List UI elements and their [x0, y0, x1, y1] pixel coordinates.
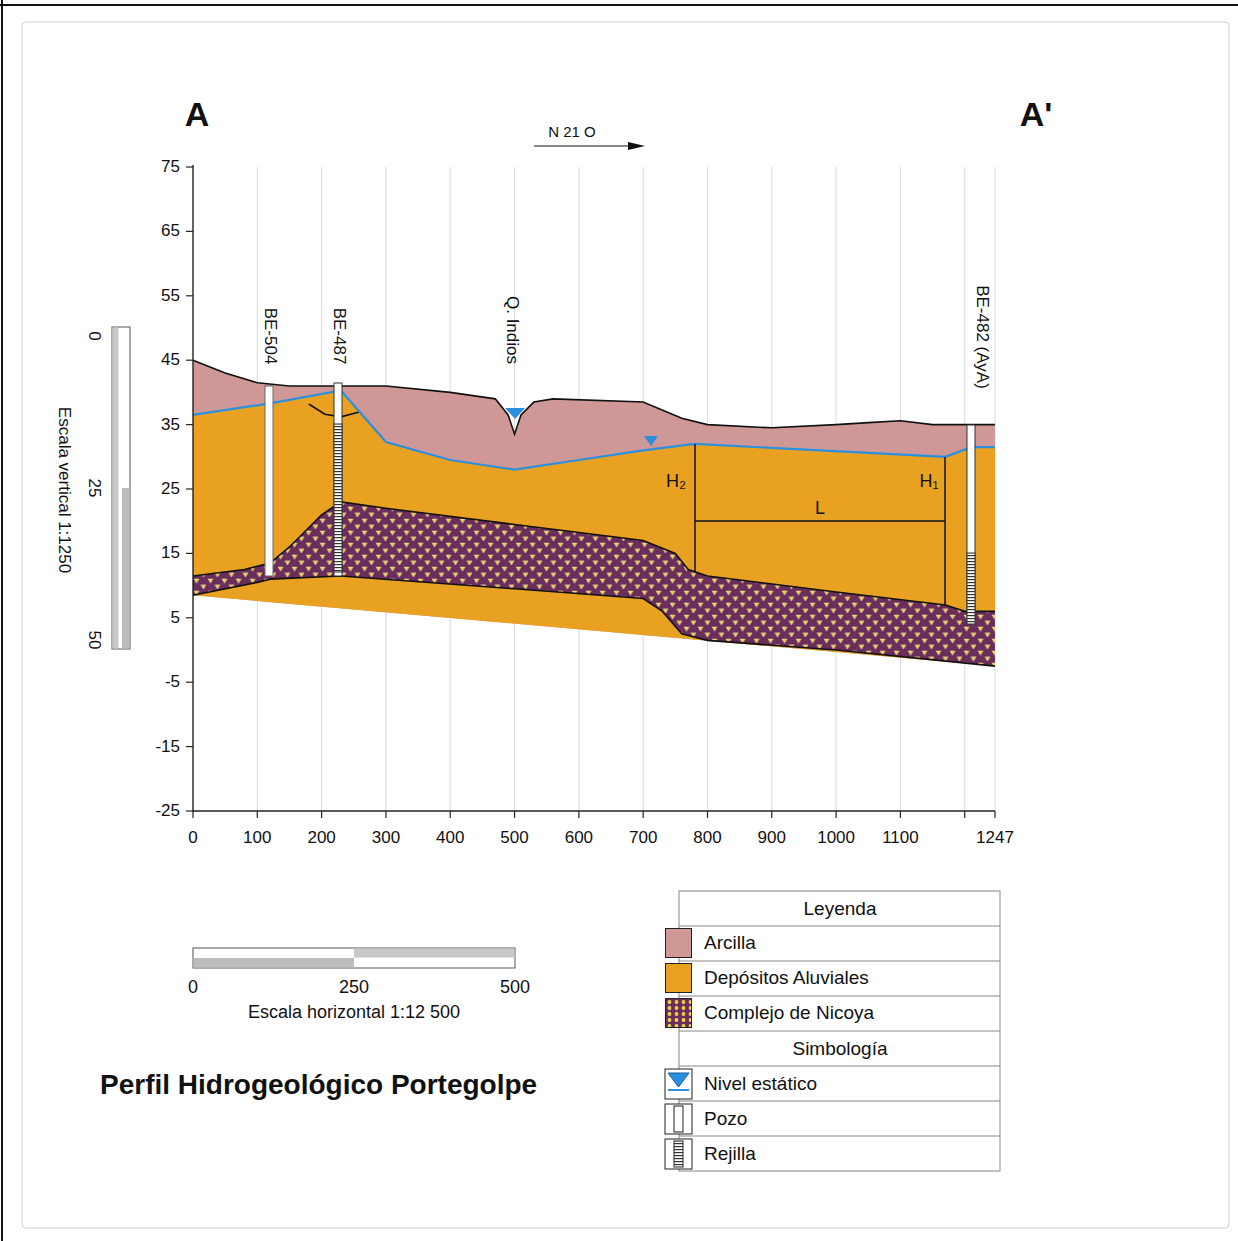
grid-line: [192, 811, 193, 818]
legend-swatch: [665, 963, 692, 993]
length-label: L: [813, 498, 827, 519]
grid-line: [385, 811, 386, 818]
grid-line: [186, 424, 193, 425]
scale-number: 500: [500, 977, 530, 998]
legend-swatch: [665, 928, 692, 958]
grid-line: [514, 811, 515, 818]
grid-line: [707, 811, 708, 818]
legend-heading: Leyenda: [804, 898, 877, 920]
elevation-tick: 25: [161, 479, 180, 499]
well-label: BE-504: [260, 308, 280, 365]
distance-tick: 1100: [882, 828, 919, 848]
distance-tick: 1000: [817, 828, 855, 848]
elevation-tick: 35: [161, 415, 180, 435]
grid-line: [186, 682, 193, 683]
grid-line: [578, 811, 579, 818]
grid-line: [186, 166, 193, 167]
scale-number: 250: [339, 977, 369, 998]
grid-line: [186, 295, 193, 296]
distance-tick: 300: [372, 828, 400, 848]
distance-tick: 400: [436, 828, 464, 848]
grid-line: [186, 553, 193, 554]
elevation-tick: -25: [155, 801, 180, 821]
grid-line: [186, 746, 193, 747]
head-label: H₂: [664, 471, 688, 492]
well-label: BE-482 (AyA): [972, 285, 992, 389]
grid-line: [643, 811, 644, 818]
legend-text: Complejo de Nicoya: [704, 1002, 874, 1024]
section-end: A': [1020, 95, 1053, 134]
legend-text: Arcilla: [704, 932, 756, 954]
elevation-tick: 45: [161, 350, 180, 370]
elevation-tick: 65: [161, 222, 180, 242]
distance-tick: 900: [758, 828, 786, 848]
grid-line: [771, 811, 772, 818]
elevation-tick: -5: [165, 672, 180, 692]
grid-line: [450, 811, 451, 818]
diagram-title: Perfil Hidrogeológico Portegolpe: [100, 1069, 537, 1101]
grid-line: [186, 810, 193, 811]
grid-line: [257, 811, 258, 818]
section-end: A: [185, 95, 210, 134]
distance-tick: 700: [629, 828, 657, 848]
legend-text: Pozo: [704, 1108, 747, 1130]
grid-line: [186, 231, 193, 232]
scale-caption: Escala vertical 1:1250: [54, 407, 74, 573]
distance-tick: 1247: [976, 828, 1014, 848]
legend-heading: Simbología: [792, 1038, 887, 1060]
grid-line: [186, 360, 193, 361]
grid-line: [186, 617, 193, 618]
legend-text: Depósitos Aluviales: [704, 967, 869, 989]
elevation-tick: 5: [171, 608, 180, 628]
scale-number: 50: [84, 631, 104, 650]
scale-number: 0: [188, 977, 198, 998]
scale-number: 0: [84, 331, 104, 340]
grid-line: [186, 488, 193, 489]
grid-line: [994, 811, 995, 818]
distance-tick: 800: [693, 828, 721, 848]
grid-line: [900, 811, 901, 818]
well-label: BE-487: [329, 308, 349, 365]
elevation-tick: 55: [161, 286, 180, 306]
distance-tick: 200: [307, 828, 335, 848]
elevation-tick: 15: [161, 544, 180, 564]
scale-number: 25: [84, 479, 104, 498]
distance-tick: 0: [188, 828, 197, 848]
head-label: H₁: [917, 471, 940, 492]
distance-tick: 500: [500, 828, 528, 848]
scale-caption: Escala horizontal 1:12 500: [248, 1002, 460, 1023]
elevation-tick: 75: [161, 157, 180, 177]
legend-swatch: [665, 998, 692, 1028]
distance-tick: 100: [243, 828, 271, 848]
legend-text: Nivel estático: [704, 1073, 817, 1095]
legend-text: Rejilla: [704, 1143, 756, 1165]
stream-label: Q. Indios: [502, 296, 522, 364]
direction-label: N 21 O: [548, 123, 596, 140]
elevation-tick: -15: [155, 737, 180, 757]
distance-tick: 600: [565, 828, 593, 848]
grid-line: [835, 811, 836, 818]
grid-line: [321, 811, 322, 818]
grid-line: [964, 811, 965, 818]
